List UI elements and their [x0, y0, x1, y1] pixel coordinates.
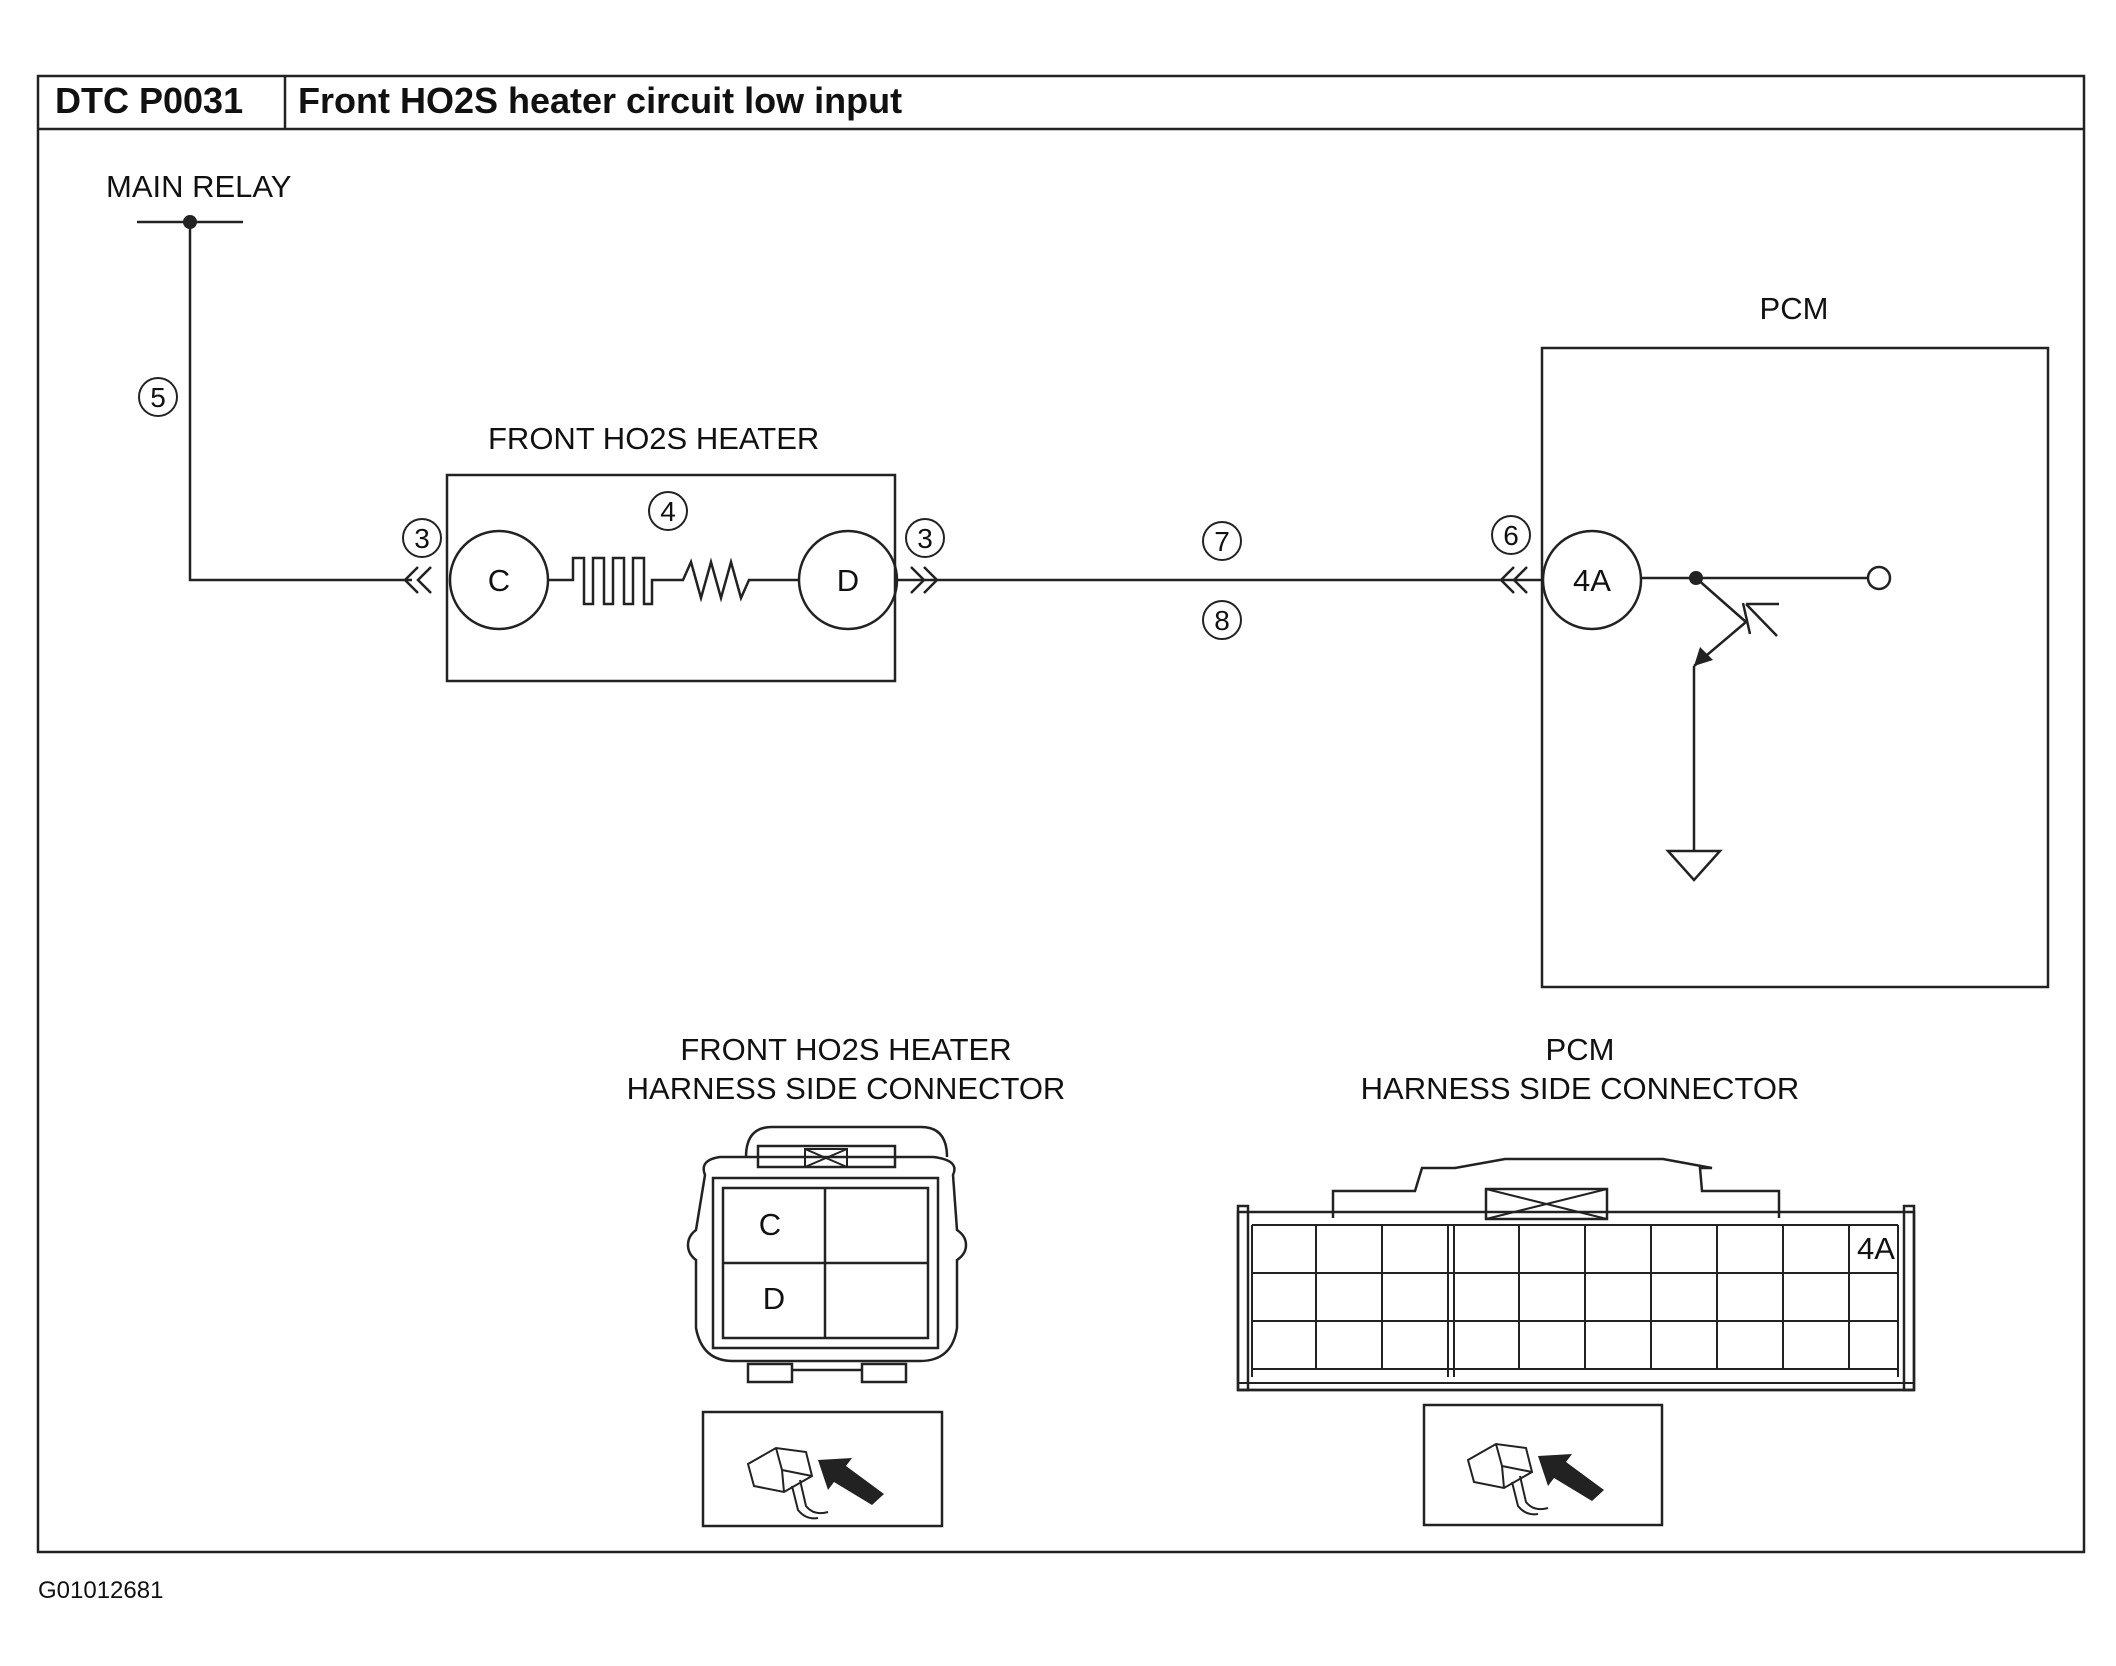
page-title: Front HO2S heater circuit low input — [298, 80, 902, 121]
pcm-view-direction-icon — [1422, 1403, 1664, 1527]
heater-connector-title-2: HARNESS SIDE CONNECTOR — [627, 1071, 1066, 1106]
heater-connector-pin-c: C — [759, 1207, 781, 1242]
pcm-connector-title-2: HARNESS SIDE CONNECTOR — [1361, 1071, 1800, 1106]
callout-7: 7 — [1202, 521, 1242, 561]
heater-pin-d-label: D — [837, 563, 859, 598]
svg-text:6: 6 — [1503, 520, 1519, 551]
heater-connector-pin-d: D — [763, 1281, 785, 1316]
pcm-connector-pin-4a: 4A — [1857, 1231, 1895, 1266]
callout-8: 8 — [1202, 600, 1242, 640]
pcm-box — [1540, 346, 2050, 989]
pcm-terminal — [1866, 565, 1892, 591]
svg-text:3: 3 — [917, 523, 933, 554]
main-relay-label: MAIN RELAY — [106, 169, 291, 204]
connector-chevron-left — [403, 566, 432, 594]
svg-text:4: 4 — [660, 496, 676, 527]
heater-connector-title-1: FRONT HO2S HEATER — [680, 1032, 1011, 1067]
dtc-code: DTC P0031 — [55, 80, 243, 121]
wire-main-relay-to-heater — [188, 222, 412, 582]
heater-label: FRONT HO2S HEATER — [488, 421, 819, 456]
ground-symbol — [1665, 849, 1723, 882]
transistor-symbol — [1692, 577, 1779, 851]
callout-3-right: 3 — [905, 518, 945, 558]
outer-frame — [36, 74, 2086, 1554]
svg-text:8: 8 — [1214, 605, 1230, 636]
pcm-connector-title-1: PCM — [1546, 1032, 1615, 1067]
callout-5: 5 — [138, 377, 178, 417]
heater-pin-c-label: C — [488, 563, 510, 598]
callout-4: 4 — [648, 491, 688, 531]
pcm-pin-4a-label: 4A — [1573, 563, 1611, 598]
heater-element-symbol — [548, 556, 799, 606]
callout-6: 6 — [1491, 515, 1531, 555]
heater-connector-drawing — [686, 1125, 968, 1384]
pcm-connector-chevron — [1499, 566, 1528, 594]
svg-text:7: 7 — [1214, 526, 1230, 557]
heater-view-direction-icon — [701, 1410, 944, 1528]
pcm-connector-drawing — [1236, 1157, 1916, 1392]
callout-3-left: 3 — [402, 518, 442, 558]
svg-text:3: 3 — [414, 523, 430, 554]
svg-text:5: 5 — [150, 382, 166, 413]
pcm-pin-4a — [1541, 529, 1643, 631]
pcm-label: PCM — [1760, 291, 1829, 326]
heater-box — [445, 473, 897, 683]
figure-id: G01012681 — [38, 1577, 163, 1604]
